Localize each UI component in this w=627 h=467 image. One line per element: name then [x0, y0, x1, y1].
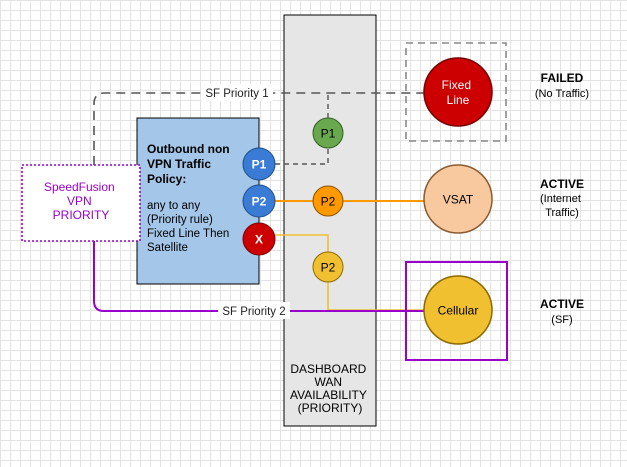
dash-p2-cellular-badge-label: P2	[321, 261, 336, 275]
speedfusion-line-2: VPN	[67, 194, 92, 208]
vsat-status-detail-line-1: (Internet	[540, 193, 581, 205]
dashboard-label-line-3: AVAILABILITY	[290, 388, 367, 402]
dashboard-wan-availability-panel	[283, 14, 377, 427]
dash-p1-badge: P1	[312, 117, 344, 149]
policy-body: any to any (Priority rule) Fixed Line Th…	[147, 200, 232, 254]
dash-p2-cellular-badge: P2	[312, 251, 344, 283]
cellular-node: Cellular	[423, 275, 493, 345]
dashboard-label: DASHBOARD WAN AVAILABILITY (PRIORITY)	[290, 362, 370, 415]
policy-body-line-1: any to any	[147, 200, 200, 212]
dashboard-label-line-4: (PRIORITY)	[298, 401, 363, 415]
fixed-line-node: Fixed Line	[423, 57, 493, 127]
policy-body-line-3: Fixed Line Then	[147, 228, 229, 240]
fixed-line-status-detail: (No Traffic)	[535, 88, 589, 100]
fixed-line-label: Fixed Line	[442, 78, 475, 107]
vsat-status-state: ACTIVE	[540, 177, 584, 191]
cellular-highlight-box	[405, 261, 508, 361]
speedfusion-label: SpeedFusion VPN PRIORITY	[44, 180, 118, 222]
speedfusion-vpn-priority-box	[21, 164, 141, 242]
dash-p2-vsat-badge: P2	[312, 185, 344, 217]
policy-title-line-3: Policy:	[147, 172, 186, 186]
policy-x-badge-label: X	[255, 233, 263, 247]
vsat-status-detail: (Internet Traffic)	[540, 193, 584, 219]
policy-p1-badge-label: P1	[252, 158, 267, 172]
vsat-node: VSAT	[423, 164, 493, 234]
policy-title: Outbound non VPN Traffic Policy:	[147, 142, 233, 186]
policy-title-line-1: Outbound non	[147, 142, 230, 156]
dash-p1-badge-label: P1	[321, 127, 336, 141]
sf-priority-2-label: SF Priority 2	[222, 306, 285, 318]
cellular-status: ACTIVE (SF)	[540, 297, 584, 326]
fixed-line-status: FAILED (No Traffic)	[535, 71, 589, 100]
policy-title-line-2: VPN Traffic	[147, 157, 211, 171]
policy-x-badge: X	[242, 222, 276, 256]
policy-p1-badge: P1	[242, 147, 276, 181]
policy-p2-badge: P2	[242, 184, 276, 218]
cellular-status-state: ACTIVE	[540, 297, 584, 311]
speedfusion-line-1: SpeedFusion	[44, 180, 115, 194]
cellular-status-detail: (SF)	[551, 314, 572, 326]
vsat-status: ACTIVE (Internet Traffic)	[540, 177, 584, 219]
cellular-label: Cellular	[438, 304, 479, 318]
dashboard-label-line-2: WAN	[315, 375, 343, 389]
sf-priority-1-label: SF Priority 1	[205, 88, 268, 100]
policy-p1-link	[275, 148, 329, 165]
speedfusion-line-3: PRIORITY	[53, 208, 110, 222]
sf-priority-2-label-group: SF Priority 2	[218, 302, 290, 319]
outbound-policy-box	[136, 117, 260, 285]
fixed-line-label-line-1: Fixed	[442, 78, 471, 92]
policy-body-line-2: (Priority rule)	[147, 214, 213, 226]
policy-body-line-4: Satellite	[147, 242, 188, 254]
fixed-line-status-state: FAILED	[541, 71, 584, 85]
fixed-line-label-line-2: Line	[447, 93, 470, 107]
dash-p2-vsat-badge-label: P2	[321, 195, 336, 209]
vsat-status-detail-line-2: Traffic)	[545, 207, 579, 219]
sf-priority-1-label-group: SF Priority 1	[201, 84, 273, 101]
sf-priority-2-line	[93, 241, 425, 312]
dashboard-label-line-1: DASHBOARD	[290, 362, 366, 376]
fixed-line-highlight-box	[405, 42, 507, 142]
sf-priority-1-line	[93, 92, 428, 165]
policy-p2-badge-label: P2	[252, 195, 267, 209]
vsat-label: VSAT	[443, 193, 474, 207]
